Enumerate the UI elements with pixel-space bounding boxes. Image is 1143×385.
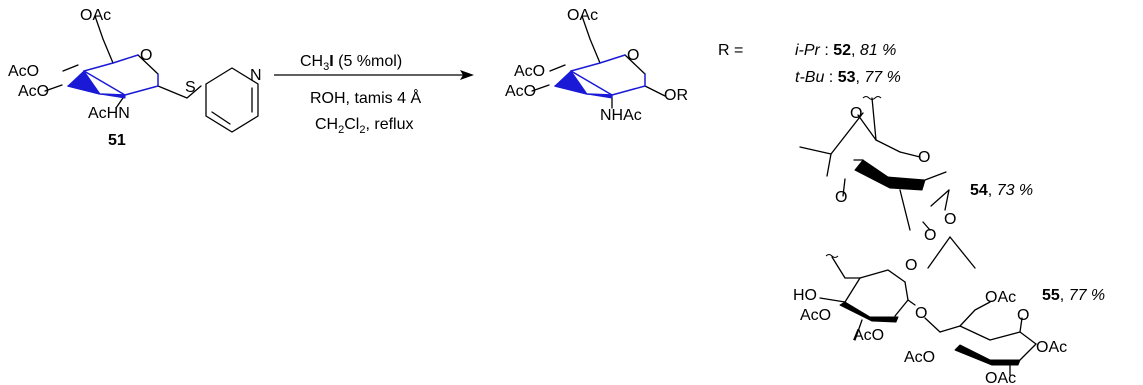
nitrogen-label: N (250, 67, 262, 84)
ring-oxygen-label: O (140, 47, 152, 64)
reaction-arrow (274, 70, 474, 80)
sulfur-label: S (185, 79, 196, 96)
product-or-label: OR (664, 87, 688, 104)
c54-oxygen-4: O (944, 211, 956, 228)
aco-label-2: AcO (18, 83, 49, 100)
c55-link-oxygen: O (915, 305, 927, 322)
reagent-text: CH3I (5 %mol) (300, 53, 402, 73)
c54-oxygen-5: O (924, 227, 936, 244)
product-nhac-label: NHAc (600, 107, 642, 124)
compound-54-structure: O O O O O 54, 73 % (799, 96, 1033, 269)
c55-ring-oxygen-2: O (1017, 307, 1029, 324)
c54-oxygen-2: O (835, 189, 847, 206)
c55-aco-2: AcO (853, 327, 884, 344)
c55-oac-1: OAc (985, 289, 1016, 306)
c55-oac-3: OAc (985, 370, 1016, 385)
product-aco-label-2: AcO (505, 83, 536, 100)
c55-aco-1: AcO (800, 307, 831, 324)
achn-label: AcHN (88, 105, 130, 122)
c54-label: 54, 73 % (970, 182, 1033, 199)
r-definition-prefix: R = (718, 42, 743, 59)
c55-aco-3: AcO (904, 349, 935, 366)
c54-oxygen-3: O (918, 149, 930, 166)
r-entry-tbu: t-Bu : 53, 77 % (795, 69, 901, 86)
c55-label: 55, 77 % (1042, 287, 1105, 304)
conditions-line-3: CH2Cl2, reflux (315, 116, 413, 136)
c55-ho-label: HO (793, 287, 817, 304)
product-glycoside: OAc AcO AcO NHAc O OR (505, 7, 688, 124)
c55-oac-2: OAc (1036, 339, 1067, 356)
product-oac-label: OAc (567, 7, 598, 24)
c54-oxygen-1: O (850, 105, 862, 122)
conditions-line-2: ROH, tamis 4 Å (310, 88, 421, 107)
compound-number-51: 51 (108, 132, 126, 149)
compound-55-structure: HO AcO AcO AcO OAc OAc OAc O O O 55, 77 … (793, 254, 1105, 385)
oac-label: OAc (80, 7, 111, 24)
r-entry-ipr: i-Pr : 52, 81 % (795, 42, 896, 59)
c55-ring-oxygen-1: O (905, 257, 917, 274)
aco-label-1: AcO (8, 63, 39, 80)
product-ring-oxygen: O (627, 47, 639, 64)
reactant-51: OAc AcO AcO AcHN O S N 51 (8, 7, 262, 149)
product-aco-label-1: AcO (514, 63, 545, 80)
